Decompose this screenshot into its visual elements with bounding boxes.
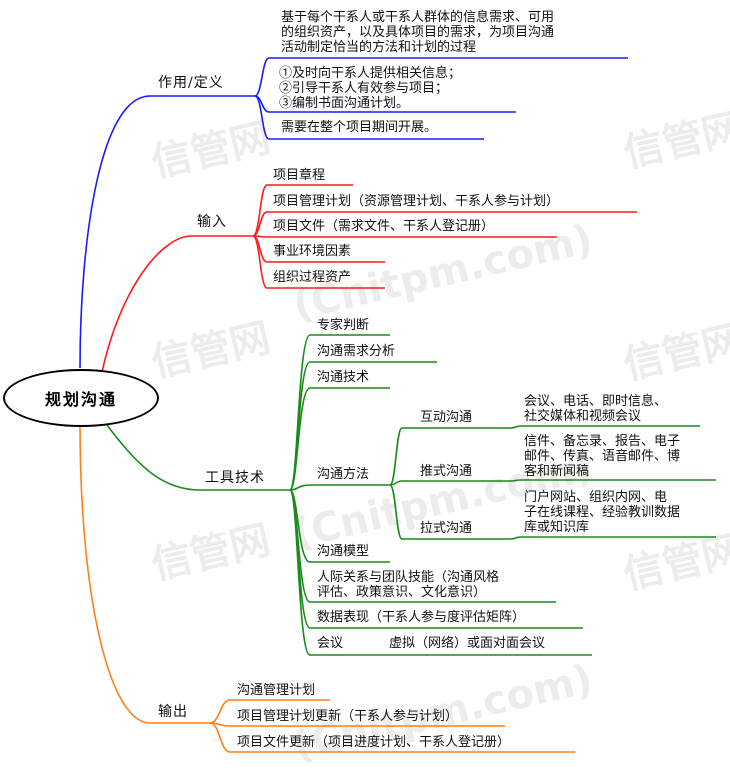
output-item: 项目文件更新（项目进度计划、干系人登记册）	[237, 735, 511, 750]
tool-interpersonal-skills: 人际关系与团队技能（沟通风格	[317, 570, 500, 585]
purpose-role-line: ②引导干系人有效参与项目；	[279, 81, 449, 96]
input-item: 事业环境因素	[273, 244, 352, 259]
input-item: 项目文件（需求文件、干系人登记册）	[273, 219, 495, 234]
method-interactive-desc: 社交媒体和视频会议	[524, 409, 642, 424]
tool-meetings-label: 会议	[317, 636, 344, 651]
purpose-definition-line: 的组织资产，以及具体项目的需求，为项目沟通	[281, 25, 555, 40]
purpose-connectors	[79, 57, 628, 369]
tool-data-representation: 数据表现（干系人参与度评估矩阵）	[317, 610, 526, 625]
output-item: 沟通管理计划	[237, 683, 316, 698]
method-pull-label: 拉式沟通	[420, 521, 473, 536]
method-pull-desc: 子在线课程、经验教训数据	[524, 505, 681, 520]
method-interactive-label: 互动沟通	[420, 410, 473, 425]
tool-comm-technology: 沟通技术	[317, 370, 370, 385]
tool-comm-models: 沟通模型	[317, 544, 370, 559]
branch-purpose-label: 作用/定义	[158, 75, 224, 91]
outputs-connectors	[79, 423, 575, 753]
tools-connectors	[103, 334, 716, 656]
method-pull-desc: 门户网站、组织内网、电	[524, 490, 668, 505]
method-push-desc: 信件、备忘录、报告、电子	[524, 434, 681, 449]
purpose-definition-line: 基于每个干系人或干系人群体的信息需求、可用	[281, 10, 555, 25]
method-push-desc: 客和新闻稿	[524, 464, 590, 479]
purpose-role-line: ③编制书面沟通计划。	[279, 96, 410, 111]
branch-outputs-label: 输出	[158, 704, 188, 720]
tool-interpersonal-skills: 评估、政策意识、文化意识）	[317, 585, 487, 600]
branch-inputs-label: 输入	[197, 214, 227, 230]
method-interactive-desc: 会议、电话、即时信息、	[524, 394, 668, 409]
input-item: 项目管理计划（资源管理计划、干系人参与计划）	[273, 194, 560, 209]
tool-expert-judgment: 专家判断	[317, 318, 370, 333]
tool-needs-analysis: 沟通需求分析	[317, 344, 396, 359]
root-label: 规划沟通	[44, 390, 117, 409]
tool-meetings-desc: 虚拟（网络）或面对面会议	[389, 636, 546, 651]
method-push-label: 推式沟通	[420, 464, 473, 479]
root-node: 规划沟通	[3, 369, 159, 427]
input-item: 组织过程资产	[273, 270, 352, 285]
branch-tools-label: 工具技术	[205, 470, 265, 486]
inputs-connectors	[101, 184, 637, 373]
input-item: 项目章程	[273, 168, 326, 183]
method-push-desc: 邮件、传真、语音邮件、博	[524, 449, 681, 464]
tool-comm-methods: 沟通方法	[317, 467, 370, 482]
method-pull-desc: 库或知识库	[524, 520, 590, 535]
output-item: 项目管理计划更新（干系人参与计划）	[237, 709, 459, 724]
purpose-role-line: ①及时向干系人提供相关信息；	[279, 66, 462, 81]
purpose-definition-line: 活动制定恰当的方法和计划的过程	[281, 40, 477, 55]
purpose-note: 需要在整个项目期间开展。	[281, 120, 438, 135]
